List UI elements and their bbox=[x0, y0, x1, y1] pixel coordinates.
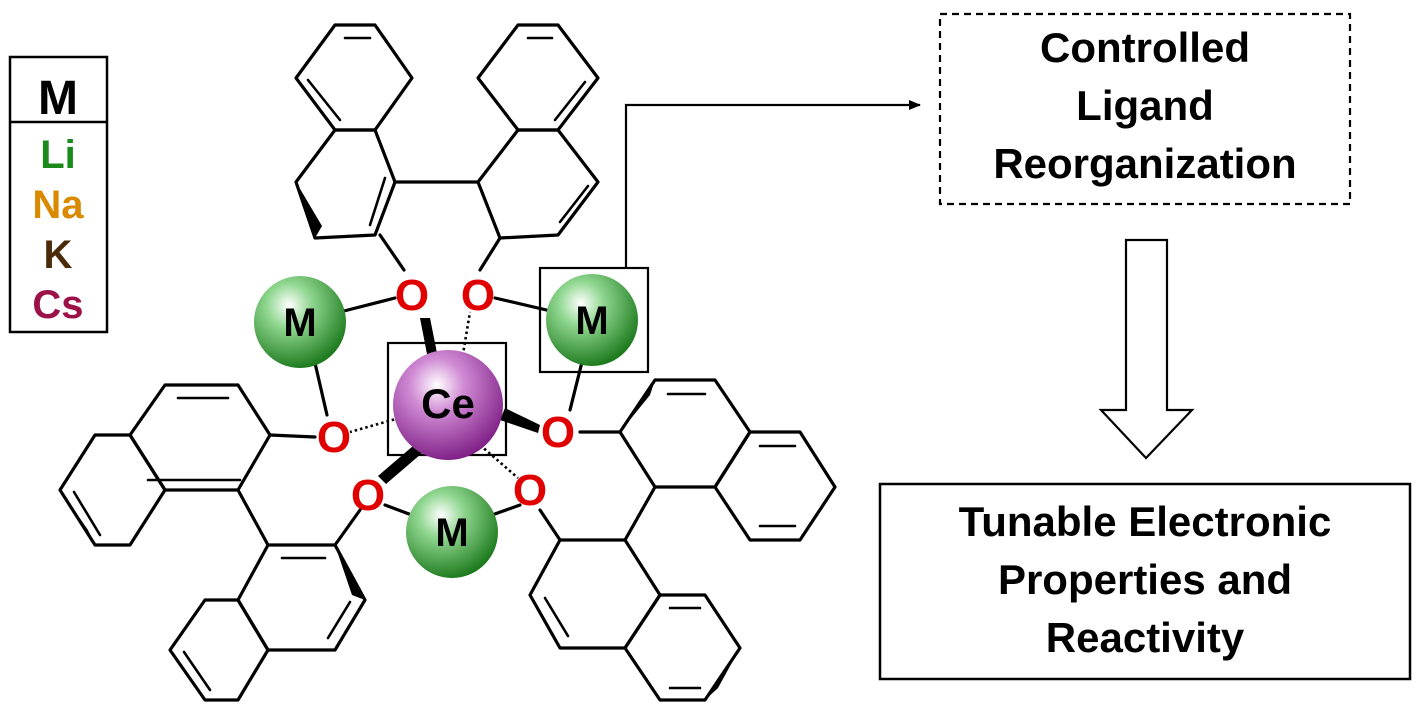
reorganization-line-2: Ligand bbox=[1076, 82, 1214, 129]
naphthyl-right bbox=[618, 378, 837, 542]
metal-sphere-bottom bbox=[406, 486, 498, 578]
oxygen-atom: O bbox=[395, 271, 429, 320]
connector-arrow bbox=[624, 100, 921, 268]
cerium-label: Ce bbox=[421, 380, 475, 427]
properties-line-3: Reactivity bbox=[1046, 614, 1245, 661]
process-flow: Controlled Ligand Reorganization Tunable… bbox=[624, 12, 1412, 681]
legend-item-li: Li bbox=[40, 133, 76, 177]
left-biaryl-bond bbox=[236, 488, 270, 547]
properties-line-1: Tunable Electronic bbox=[959, 498, 1332, 545]
reorganization-line-1: Controlled bbox=[1040, 24, 1250, 71]
metal-sphere-right bbox=[546, 274, 638, 366]
naphthyl-bottom-right bbox=[528, 538, 742, 702]
oxygen-atom: O bbox=[513, 466, 547, 515]
metal-highlight-box bbox=[538, 266, 650, 374]
metal-legend: M Li Na K Cs bbox=[8, 55, 109, 334]
metal-sphere-left bbox=[254, 276, 346, 368]
naphthyl-bottom-left bbox=[168, 543, 367, 702]
metal-label: M bbox=[435, 511, 468, 555]
oxygen-atoms: O O O O O O bbox=[317, 271, 575, 520]
coordination-bonds bbox=[268, 233, 622, 547]
right-biaryl-bond bbox=[623, 485, 657, 542]
legend-item-k: K bbox=[44, 233, 73, 277]
legend-header: M bbox=[38, 72, 78, 125]
reorganization-line-3: Reorganization bbox=[993, 140, 1296, 187]
properties-line-2: Properties and bbox=[998, 556, 1292, 603]
naphthyl-top-right bbox=[476, 23, 600, 240]
properties-box bbox=[878, 482, 1412, 681]
oxygen-atom: O bbox=[461, 271, 495, 320]
metal-atoms: M M M bbox=[254, 266, 650, 578]
oxygen-atom: O bbox=[351, 471, 385, 520]
metal-label: M bbox=[575, 299, 608, 343]
legend-box bbox=[8, 55, 109, 334]
naphthyl-left bbox=[58, 383, 272, 547]
metal-label: M bbox=[283, 301, 316, 345]
legend-item-cs: Cs bbox=[32, 283, 83, 327]
cerium-sphere bbox=[393, 350, 503, 460]
oxygen-atom: O bbox=[541, 408, 575, 457]
naphthyl-top-left bbox=[294, 23, 414, 240]
legend-item-na: Na bbox=[32, 183, 84, 227]
reorganization-box bbox=[938, 12, 1352, 206]
cerium-center: Ce bbox=[386, 341, 508, 460]
down-arrow bbox=[1098, 238, 1195, 460]
oxygen-atom: O bbox=[317, 413, 351, 462]
